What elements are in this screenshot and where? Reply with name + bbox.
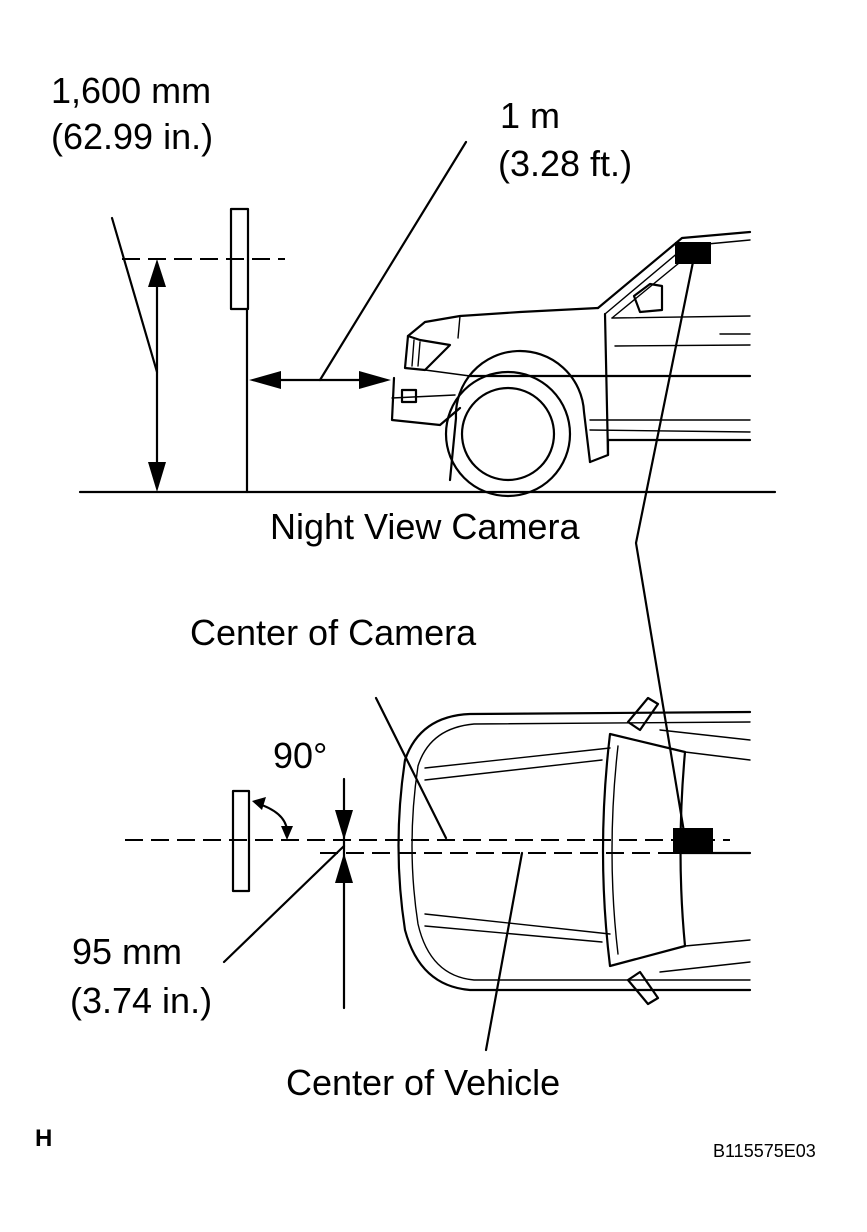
offset-label-in: (3.74 in.) (70, 980, 213, 1021)
vehicle-top-view (397, 696, 752, 1006)
corner-letter: H (35, 1125, 53, 1152)
distance-arrow-right (359, 371, 391, 389)
night-view-camera-top (673, 828, 713, 854)
figure-code: B115575E03 (713, 1141, 816, 1161)
top-view (125, 696, 752, 1052)
distance-label-ft: (3.28 ft.) (498, 143, 633, 184)
distance-label-m: 1 m (500, 95, 561, 136)
vehicle-side-view (390, 230, 752, 498)
vehicle-center-leader (484, 851, 524, 1052)
camera-label: Night View Camera (270, 506, 580, 547)
offset-label-mm: 95 mm (72, 931, 183, 972)
height-leader-line (110, 216, 159, 374)
height-label-in: (62.99 in.) (51, 116, 214, 157)
night-view-camera-side (675, 242, 711, 264)
vehicle-center-label: Center of Vehicle (286, 1062, 561, 1103)
side-view (78, 140, 777, 498)
height-arrow-down (148, 462, 166, 492)
distance-arrow-left (249, 371, 281, 389)
offset-leader-line (222, 844, 346, 964)
distance-leader-line (318, 140, 468, 382)
offset-arrow-up (335, 853, 353, 883)
angle-label: 90° (273, 735, 328, 776)
camera-center-leader (374, 696, 448, 840)
offset-arrow-down (335, 810, 353, 840)
height-label-mm: 1,600 mm (51, 70, 212, 111)
camera-center-label: Center of Camera (190, 612, 477, 653)
height-arrow-up (148, 259, 166, 287)
camera-leader-line (634, 260, 695, 840)
